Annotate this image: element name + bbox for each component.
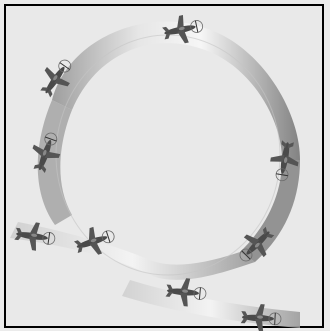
loop-maneuver-figure <box>0 0 330 331</box>
loop-diagram <box>0 0 330 331</box>
